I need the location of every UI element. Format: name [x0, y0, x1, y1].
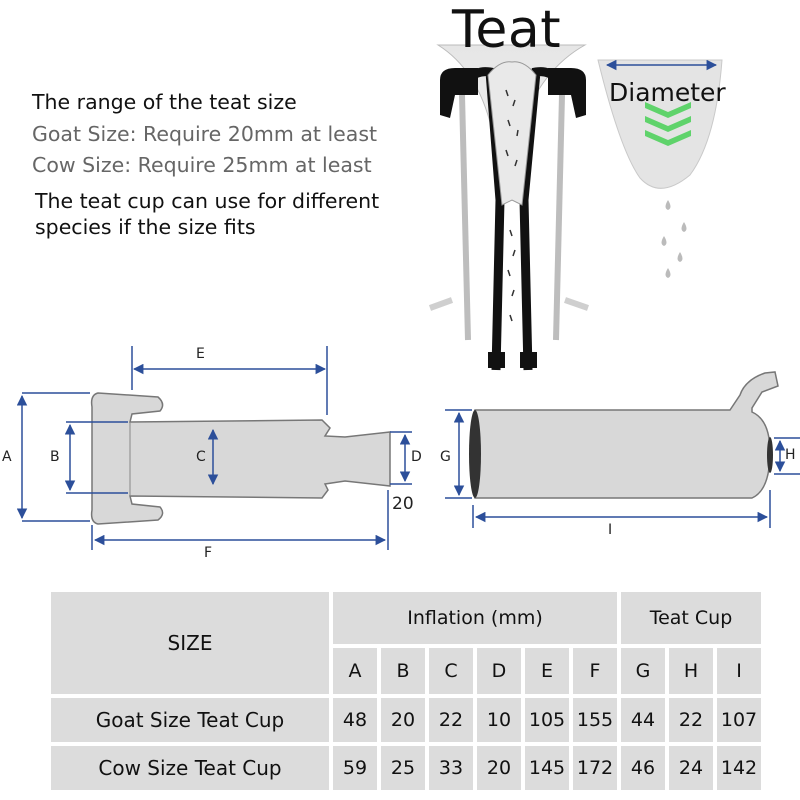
table-cell: 33: [429, 746, 473, 790]
dimension-label-i: I: [608, 522, 613, 538]
dimension-label-e: E: [196, 346, 205, 362]
species-note-line-2: species if the size fits: [35, 215, 256, 239]
table-row: Goat Size Teat Cup 48 20 22 10 105 155 4…: [51, 698, 761, 742]
table-row: Cow Size Teat Cup 59 25 33 20 145 172 46…: [51, 746, 761, 790]
table-cell: 24: [669, 746, 713, 790]
column-header-g: G: [621, 648, 665, 694]
table-cell: 20: [381, 698, 425, 742]
table-cell: 44: [621, 698, 665, 742]
table-cell: 155: [573, 698, 617, 742]
column-header-a: A: [333, 648, 377, 694]
table-cell: 25: [381, 746, 425, 790]
dimension-label-c: C: [196, 449, 206, 465]
table-cell: 22: [669, 698, 713, 742]
dimension-label-20: 20: [392, 494, 414, 514]
size-spec-table: SIZE Inflation (mm) Teat Cup A B C D E F…: [47, 588, 765, 794]
table-cell: 145: [525, 746, 569, 790]
teat-cup-shell-drawing: [469, 371, 779, 499]
goat-size-requirement: Goat Size: Require 20mm at least: [32, 122, 378, 146]
dimension-label-d: D: [411, 449, 422, 465]
species-note-line-1: The teat cup can use for different: [35, 189, 380, 213]
column-header-d: D: [477, 648, 521, 694]
teat-cup-section-illustration: [428, 44, 723, 371]
column-header-f: F: [573, 648, 617, 694]
dimension-label-b: B: [50, 449, 60, 465]
dimension-lines: [16, 346, 800, 550]
table-cell: 59: [333, 746, 377, 790]
page-title: Teat: [452, 0, 562, 60]
inflation-header: Inflation (mm): [333, 592, 617, 644]
column-header-c: C: [429, 648, 473, 694]
table-cell: 22: [429, 698, 473, 742]
column-header-b: B: [381, 648, 425, 694]
row-label-goat: Goat Size Teat Cup: [51, 698, 329, 742]
table-cell: 10: [477, 698, 521, 742]
column-header-h: H: [669, 648, 713, 694]
column-header-i: I: [717, 648, 761, 694]
dimension-label-g: G: [440, 449, 451, 465]
table-cell: 107: [717, 698, 761, 742]
dimension-label-h: H: [785, 447, 796, 463]
cow-size-requirement: Cow Size: Require 25mm at least: [32, 153, 372, 177]
column-header-row: A B C D E F G H I: [51, 648, 761, 694]
table-cell: 105: [525, 698, 569, 742]
inflation-drawing: [90, 392, 391, 525]
dimension-label-a: A: [2, 449, 12, 465]
dimension-label-f: F: [204, 545, 213, 561]
column-header-e: E: [525, 648, 569, 694]
table-cell: 142: [717, 746, 761, 790]
teat-size-heading: The range of the teat size: [32, 90, 297, 114]
diameter-label: Diameter: [609, 78, 726, 107]
row-label-cow: Cow Size Teat Cup: [51, 746, 329, 790]
size-header: SIZE: [51, 592, 329, 694]
table-cell: 20: [477, 746, 521, 790]
table-cell: 48: [333, 698, 377, 742]
table-cell: 46: [621, 746, 665, 790]
table-cell: 172: [573, 746, 617, 790]
teat-cup-header: Teat Cup: [621, 592, 761, 644]
